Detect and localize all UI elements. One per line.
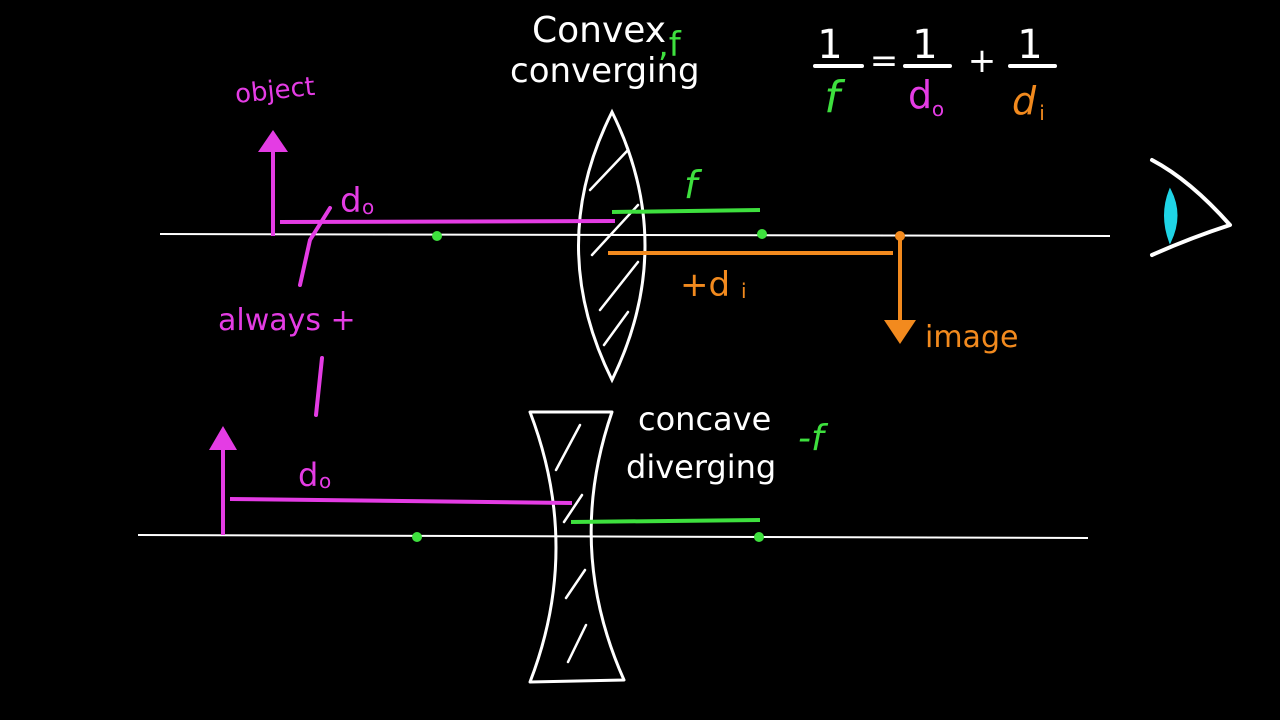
concave-f-label: -f	[798, 418, 829, 459]
convex-title: Convex	[532, 10, 666, 51]
always-pointer-line	[314, 356, 324, 417]
formula-equals: =	[870, 41, 899, 81]
concave-optical-axis	[137, 534, 1089, 539]
eye-icon	[1150, 158, 1232, 257]
convex-lens	[577, 108, 647, 384]
concave-focal-point-left	[412, 532, 422, 542]
concave-do-label: d	[298, 456, 318, 494]
thin-lens-formula: 1 f = 1 d o + 1 d i	[813, 22, 1057, 125]
convex-lens-hatching	[588, 148, 640, 347]
convex-do-label: d	[340, 181, 362, 221]
do-pointer-line	[298, 206, 332, 287]
convex-di-label: +d	[680, 265, 730, 305]
concave-section: concave diverging -f d o	[137, 400, 1089, 684]
convex-focal-point-right	[757, 229, 767, 239]
always-positive-label: always +	[218, 303, 356, 338]
convex-f-label: f	[684, 163, 703, 207]
formula-d-i-sub: i	[1039, 101, 1045, 125]
always-positive-note: always +	[218, 303, 356, 417]
convex-optical-axis	[159, 233, 1111, 237]
convex-di-sub: i	[741, 279, 747, 303]
concave-do-bar	[229, 497, 573, 505]
formula-f: f	[824, 72, 846, 123]
convex-focal-point-left	[432, 231, 442, 241]
concave-object-arrow-icon	[209, 426, 237, 535]
formula-one-c: 1	[1017, 22, 1042, 68]
convex-do-sub: o	[362, 195, 374, 219]
concave-lens-hatching	[554, 423, 588, 664]
formula-d-i: d	[1012, 79, 1037, 123]
formula-plus: +	[968, 41, 997, 81]
concave-title: concave	[638, 400, 771, 438]
convex-f-bar	[611, 208, 761, 214]
object-label: object	[234, 72, 317, 110]
concave-subtitle: diverging	[626, 448, 776, 486]
concave-focal-point-right	[754, 532, 764, 542]
formula-one-a: 1	[817, 22, 842, 68]
concave-f-bar	[570, 518, 761, 524]
object-arrow-icon	[258, 130, 288, 236]
image-arrow-icon	[884, 231, 916, 344]
formula-d-o-sub: o	[932, 97, 944, 121]
convex-subtitle: converging	[510, 51, 700, 91]
concave-do-sub: o	[319, 469, 331, 493]
image-label: image	[925, 320, 1018, 355]
convex-title-f: ,f	[658, 25, 682, 65]
convex-do-bar	[279, 219, 616, 224]
convex-section: Convex ,f converging object d o f	[159, 10, 1232, 384]
formula-one-b: 1	[912, 22, 937, 68]
formula-d-o: d	[908, 73, 932, 117]
